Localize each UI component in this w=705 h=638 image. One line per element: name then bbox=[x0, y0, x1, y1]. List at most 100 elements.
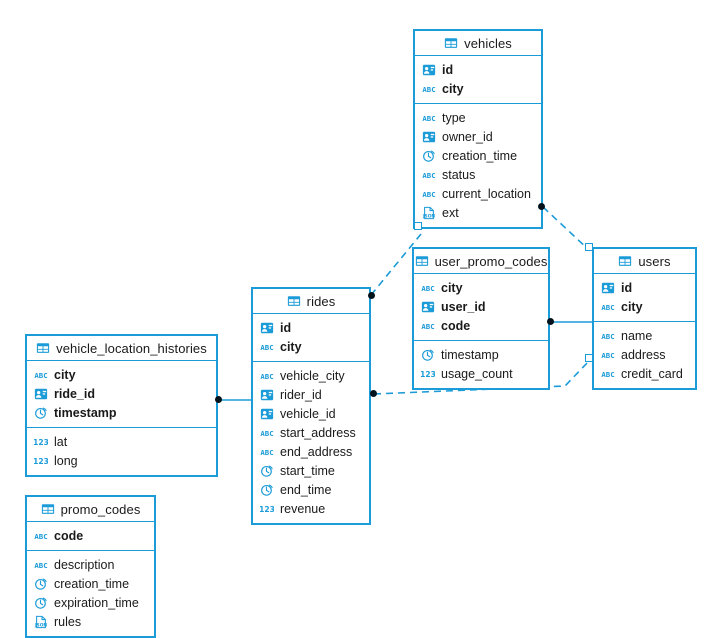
field-row[interactable]: owner_id bbox=[415, 127, 541, 146]
field-row[interactable]: 123revenue bbox=[253, 499, 369, 518]
field-label: end_time bbox=[280, 482, 332, 497]
field-label: code bbox=[441, 318, 471, 333]
field-label: city bbox=[621, 299, 643, 314]
field-row[interactable]: ABC city bbox=[414, 278, 548, 297]
key-badge-icon bbox=[34, 387, 48, 401]
field-row[interactable]: ABC city bbox=[594, 297, 695, 316]
field-row[interactable]: ABC credit_card bbox=[594, 364, 695, 383]
abc-icon: ABC bbox=[34, 558, 48, 572]
field-row[interactable]: rider_id bbox=[253, 385, 369, 404]
field-row[interactable]: vehicle_id bbox=[253, 404, 369, 423]
svg-text:JSON: JSON bbox=[422, 213, 435, 219]
svg-text:ABC: ABC bbox=[260, 371, 273, 380]
svg-text:ABC: ABC bbox=[422, 170, 435, 179]
primary-key-section: ABC city ride_id timestamp bbox=[27, 361, 216, 427]
field-row[interactable]: id bbox=[415, 60, 541, 79]
table-icon bbox=[415, 254, 429, 268]
field-row[interactable]: 123lat bbox=[27, 432, 216, 451]
abc-icon: ABC bbox=[421, 281, 435, 295]
clock-icon bbox=[260, 483, 274, 497]
field-label: city bbox=[280, 339, 302, 354]
field-row[interactable]: ride_id bbox=[27, 384, 216, 403]
svg-text:ABC: ABC bbox=[601, 369, 614, 378]
entity-header-users[interactable]: users bbox=[594, 249, 695, 274]
field-label: city bbox=[54, 367, 76, 382]
key-badge-icon bbox=[260, 388, 274, 402]
entity-title: users bbox=[638, 253, 671, 269]
entity-header-vehicle-location-histories[interactable]: vehicle_location_histories bbox=[27, 336, 216, 361]
field-row[interactable]: id bbox=[253, 318, 369, 337]
field-label: rules bbox=[54, 614, 82, 629]
field-row[interactable]: id bbox=[594, 278, 695, 297]
field-label: current_location bbox=[442, 186, 531, 201]
svg-text:123: 123 bbox=[34, 438, 48, 447]
abc-icon: ABC bbox=[422, 187, 436, 201]
key-badge-icon bbox=[421, 300, 435, 314]
field-row[interactable]: expiration_time bbox=[27, 593, 154, 612]
clock-icon bbox=[422, 149, 436, 163]
field-label: id bbox=[621, 280, 633, 295]
entity-header-vehicles[interactable]: vehicles bbox=[415, 31, 541, 56]
field-row[interactable]: 123usage_count bbox=[414, 364, 548, 383]
key-badge-icon bbox=[601, 281, 615, 295]
svg-text:ABC: ABC bbox=[260, 447, 273, 456]
field-label: usage_count bbox=[441, 366, 513, 381]
key-badge-icon bbox=[422, 63, 436, 77]
field-row[interactable]: ABC current_location bbox=[415, 184, 541, 203]
field-label: credit_card bbox=[621, 366, 683, 381]
field-row[interactable]: ABC code bbox=[414, 316, 548, 335]
relationship-endpoint-dot bbox=[538, 203, 545, 210]
field-row[interactable]: ABC city bbox=[27, 365, 216, 384]
field-row[interactable]: timestamp bbox=[27, 403, 216, 422]
entity-header-promo-codes[interactable]: promo_codes bbox=[27, 497, 154, 522]
entity-header-user-promo-codes[interactable]: user_promo_codes bbox=[414, 249, 548, 274]
field-row[interactable]: end_time bbox=[253, 480, 369, 499]
entity-header-rides[interactable]: rides bbox=[253, 289, 369, 314]
field-row[interactable]: ABC city bbox=[253, 337, 369, 356]
field-row[interactable]: timestamp bbox=[414, 345, 548, 364]
field-label: expiration_time bbox=[54, 595, 139, 610]
field-label: ride_id bbox=[54, 386, 95, 401]
table-icon bbox=[444, 36, 458, 50]
clock-icon bbox=[34, 577, 48, 591]
field-row[interactable]: creation_time bbox=[27, 574, 154, 593]
svg-text:123: 123 bbox=[260, 505, 274, 514]
relationship-endpoint-square bbox=[414, 222, 422, 230]
field-label: vehicle_id bbox=[280, 406, 336, 421]
svg-text:ABC: ABC bbox=[421, 321, 434, 330]
123-icon: 123 bbox=[260, 502, 274, 516]
field-label: long bbox=[54, 453, 78, 468]
relationship-endpoint-dot bbox=[368, 292, 375, 299]
svg-text:ABC: ABC bbox=[260, 342, 273, 351]
field-row[interactable]: creation_time bbox=[415, 146, 541, 165]
field-row[interactable]: ABC description bbox=[27, 555, 154, 574]
123-icon: 123 bbox=[34, 435, 48, 449]
field-row[interactable]: user_id bbox=[414, 297, 548, 316]
field-label: description bbox=[54, 557, 115, 572]
field-label: user_id bbox=[441, 299, 486, 314]
field-row[interactable]: start_time bbox=[253, 461, 369, 480]
field-row[interactable]: 123 long bbox=[27, 451, 216, 470]
abc-icon: ABC bbox=[34, 368, 48, 382]
field-label: city bbox=[441, 280, 463, 295]
abc-icon: ABC bbox=[601, 300, 615, 314]
123-icon: 123 bbox=[34, 454, 48, 468]
